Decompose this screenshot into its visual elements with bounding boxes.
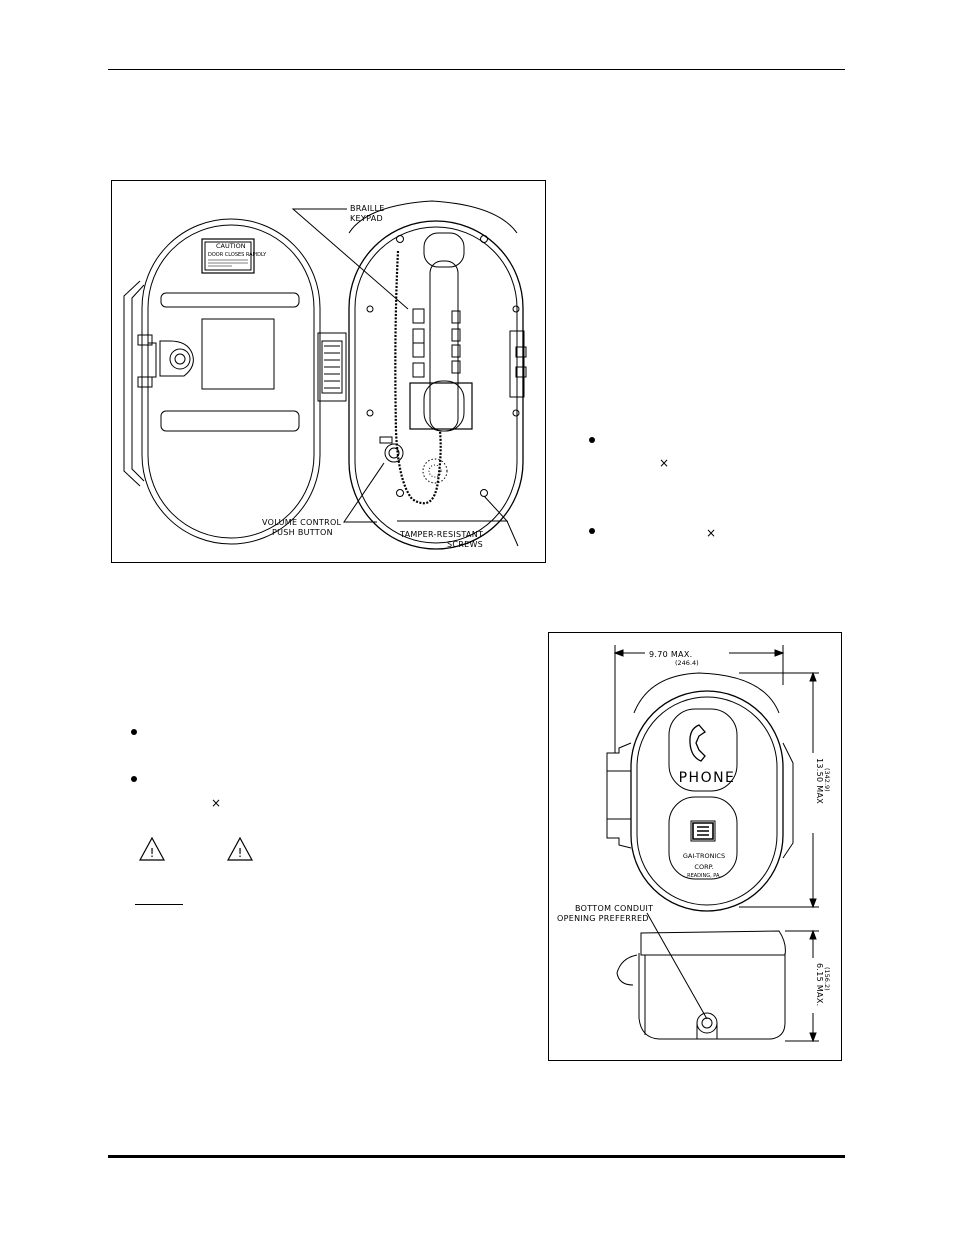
caution-title: CAUTION [216, 242, 246, 250]
dimensions-drawing: 9.70 MAX. (246.4) PHONE GAI-TRONICS CORP… [557, 645, 831, 1043]
handset-cord [394, 250, 442, 505]
caution-subtitle: DOOR CLOSES RAPIDLY [208, 252, 267, 258]
times-symbol: × [211, 796, 222, 810]
footer-rule [108, 1155, 845, 1158]
phone-label: PHONE [679, 770, 736, 786]
open-enclosure-drawing: CAUTION DOOR CLOSES RAPIDLY [123, 200, 527, 550]
height-dimension-metric: (342.9) [823, 768, 831, 792]
svg-text:!: ! [150, 846, 155, 860]
width-dimension-metric: (246.4) [675, 659, 699, 667]
bullet-marker [589, 437, 595, 443]
warning-triangle-icon: ! [139, 837, 165, 861]
volume-control-label-line1: VOLUME CONTROL [262, 518, 342, 527]
underline-rule [135, 904, 183, 905]
depth-dimension [785, 929, 819, 1043]
speaker-grille [422, 458, 448, 484]
header-rule [108, 69, 845, 70]
enclosure-front-view [606, 672, 794, 912]
height-dimension [739, 671, 819, 909]
conduit-leader [646, 912, 708, 1020]
callout-leaders [291, 208, 519, 547]
tamper-screws-label-line1: TAMPER-RESISTANT [399, 530, 483, 539]
braille-keypad-label-line1: BRAILLE [350, 204, 385, 213]
door-panel: CAUTION DOOR CLOSES RAPIDLY [123, 218, 321, 545]
brand-corp: CORP. [694, 863, 713, 871]
open-enclosure-figure: CAUTION DOOR CLOSES RAPIDLY [111, 180, 546, 563]
width-dimension [613, 645, 785, 753]
volume-control-button [379, 436, 404, 463]
depth-dimension-label: 6.15 MAX. [815, 963, 824, 1006]
svg-text:!: ! [238, 846, 243, 860]
braille-keypad-label-line2: KEYPAD [350, 214, 383, 223]
tamper-resistant-screws [366, 235, 520, 497]
bullet-marker [131, 776, 137, 782]
housing [348, 200, 527, 550]
enclosure-side-view [616, 930, 786, 1040]
tamper-screws-label-line2: SCREWS [447, 540, 483, 549]
dimensions-figure: 9.70 MAX. (246.4) PHONE GAI-TRONICS CORP… [548, 632, 842, 1061]
times-symbol: × [706, 526, 717, 540]
bullet-marker [131, 729, 137, 735]
volume-control-label-line2: PUSH BUTTON [272, 528, 333, 537]
hinge [317, 332, 347, 402]
bullet-marker [589, 528, 595, 534]
depth-dimension-metric: (156.2) [823, 967, 831, 991]
height-dimension-label: 13.50 MAX [815, 758, 824, 804]
width-dimension-label: 9.70 MAX. [649, 650, 692, 659]
warning-triangle-icon: ! [227, 837, 253, 861]
conduit-label-line2: OPENING PREFERRED [557, 914, 649, 923]
handset [409, 232, 473, 432]
brand-location: READING, PA. [687, 873, 721, 879]
conduit-label-line1: BOTTOM CONDUIT [575, 904, 653, 913]
braille-keypad [412, 308, 461, 378]
times-symbol: × [659, 456, 670, 470]
brand-name: GAI-TRONICS [683, 852, 725, 860]
